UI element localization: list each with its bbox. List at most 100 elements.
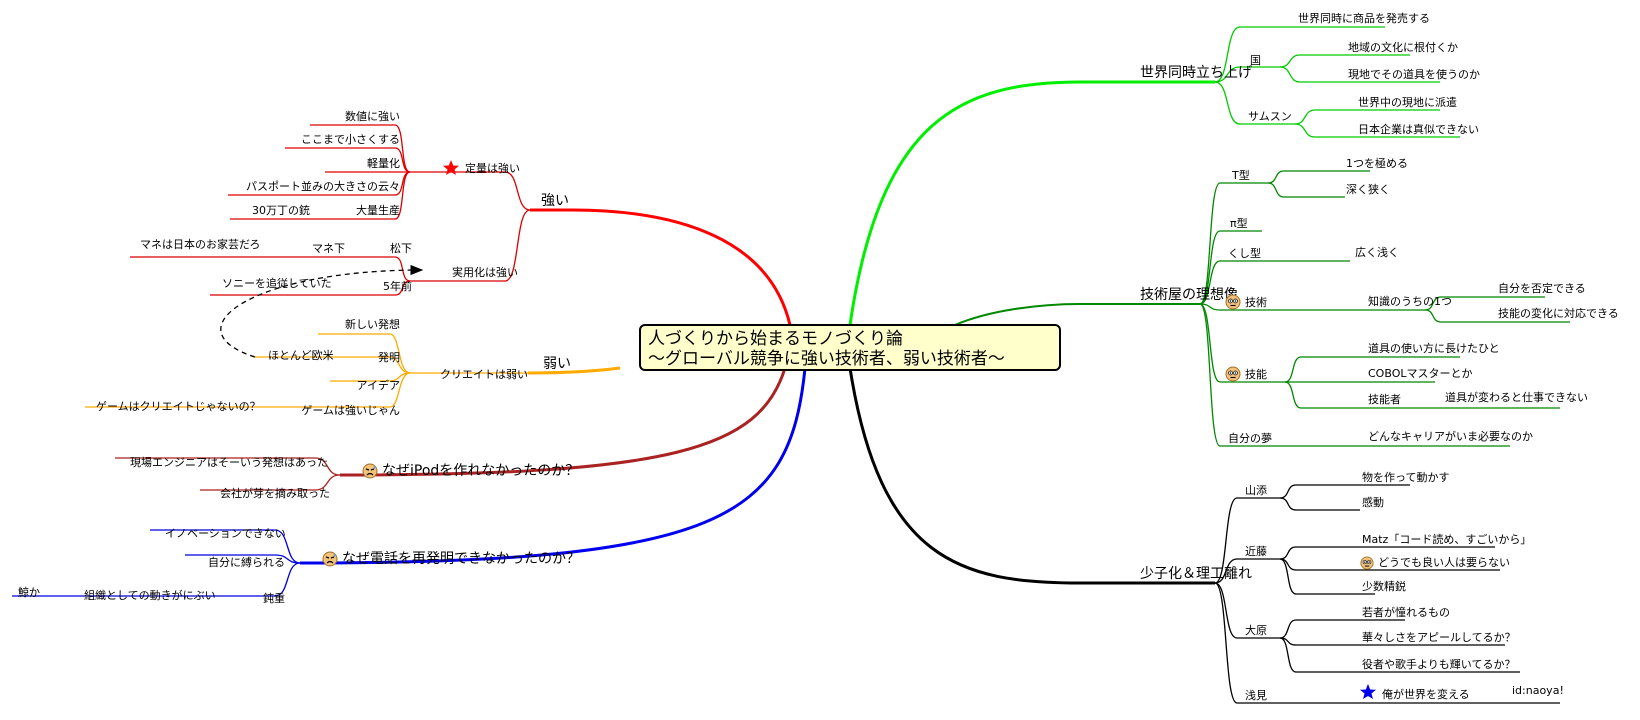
- node-kondo[interactable]: 近藤: [1245, 545, 1267, 558]
- tech-item[interactable]: 技能の変化に対応できる: [1498, 306, 1619, 320]
- node-tech[interactable]: 技術: [1225, 294, 1267, 310]
- node-tech-sub[interactable]: 知識のうちの1つ: [1368, 294, 1452, 308]
- node-phone-label: なぜ電話を再発明できなかったのか？: [342, 550, 580, 567]
- node-five-years[interactable]: 5年前: [383, 279, 412, 293]
- node-create[interactable]: クリエイトは弱い: [440, 368, 528, 381]
- node-ipod-label: なぜiPodを作れなかったのか？: [382, 463, 579, 479]
- dream-detail[interactable]: どんなキャリアがいま必要なのか: [1368, 429, 1533, 443]
- worried-face-icon: [362, 463, 378, 479]
- node-country[interactable]: 国: [1250, 54, 1261, 67]
- node-game[interactable]: ゲームは強いじゃん: [301, 404, 400, 417]
- worried-face-icon: [322, 551, 338, 567]
- node-weak[interactable]: 弱い: [543, 356, 571, 372]
- phone-item[interactable]: イノベーションできない: [165, 527, 286, 540]
- node-mass-production[interactable]: 大量生産: [356, 203, 400, 217]
- skilled-detail[interactable]: 道具が変わると仕事できない: [1445, 390, 1588, 404]
- star-icon: [443, 160, 459, 175]
- node-tech-label: 技術: [1245, 296, 1267, 309]
- ideal-sublines: [1199, 170, 1570, 447]
- phone-item[interactable]: 自分に縛られる: [208, 555, 285, 569]
- quant-item[interactable]: 数値に強い: [345, 110, 400, 123]
- asami-id[interactable]: id:naoya!: [1512, 684, 1564, 697]
- node-idea[interactable]: アイデア: [357, 378, 400, 392]
- node-invention[interactable]: 発明: [378, 350, 400, 364]
- birth-sublines: [1214, 484, 1560, 704]
- ipod-item[interactable]: 会社が芽を摘み取った: [220, 486, 330, 500]
- node-practical[interactable]: 実用化は強い: [452, 265, 518, 279]
- node-ideal[interactable]: 技術屋の理想像: [1140, 287, 1238, 303]
- game-detail[interactable]: ゲームはクリエイトじゃないの？: [96, 400, 261, 413]
- yamazoe-item[interactable]: 感動: [1362, 495, 1384, 509]
- quant-item[interactable]: パスポート並みの大きさの云々: [246, 179, 400, 193]
- yamazoe-item[interactable]: 物を作って動かす: [1362, 470, 1449, 484]
- node-yamazoe[interactable]: 山添: [1245, 483, 1267, 497]
- samsung-item[interactable]: 日本企業は真似できない: [1358, 122, 1479, 136]
- branch-phone-connector: [299, 367, 807, 565]
- kondo-item: どうでも良い人は要らない: [1378, 555, 1510, 569]
- node-strong[interactable]: 強い: [541, 193, 569, 209]
- node-ipod[interactable]: なぜiPodを作れなかったのか？: [362, 463, 579, 479]
- node-matsushita[interactable]: 松下: [390, 241, 412, 255]
- kondo-item-with-icon[interactable]: どうでも良い人は要らない: [1360, 555, 1510, 570]
- weak-sublines: [85, 333, 528, 408]
- node-skill[interactable]: 技能: [1225, 366, 1267, 382]
- kondo-item[interactable]: Matz「コード読め、すごいから」: [1362, 532, 1531, 546]
- node-pi-type[interactable]: π型: [1230, 216, 1248, 230]
- slow-detail[interactable]: 組織としての動きがにぶい: [84, 588, 216, 602]
- branch-birth-connector: [848, 367, 1215, 585]
- kondo-item[interactable]: 少数精鋭: [1362, 579, 1406, 593]
- node-skilled[interactable]: 技能者: [1368, 392, 1401, 406]
- node-ohara[interactable]: 大原: [1245, 623, 1267, 637]
- ohara-item[interactable]: 華々しさをアピールしてるか？: [1362, 631, 1516, 644]
- node-phone[interactable]: なぜ電話を再発明できなかったのか？: [322, 550, 580, 567]
- five-years-detail[interactable]: ソニーを追従していた: [222, 276, 332, 290]
- phone-sublines: [12, 529, 301, 597]
- branch-strong-connector: [530, 208, 792, 326]
- mane-detail[interactable]: マネは日本のお家芸だろ: [140, 237, 260, 251]
- t-type-item[interactable]: 深く狭く: [1346, 183, 1390, 196]
- node-samsung[interactable]: サムスン: [1248, 110, 1292, 123]
- country-item[interactable]: 地域の文化に根付くか: [1348, 40, 1458, 54]
- invention-detail[interactable]: ほとんど欧米: [268, 349, 334, 362]
- main-branches: [299, 80, 1215, 585]
- asami-item-with-icon[interactable]: 俺が世界を変える: [1360, 684, 1470, 701]
- slow-extra[interactable]: 鯨か: [18, 585, 40, 599]
- country-item[interactable]: 現地でその道具を使うのか: [1348, 67, 1480, 81]
- node-quant-label: 定量は強い: [465, 161, 520, 175]
- branch-weak-connector: [527, 366, 621, 375]
- mass-production-detail[interactable]: 30万丁の銃: [252, 203, 310, 217]
- tech-item[interactable]: 自分を否定できる: [1498, 281, 1586, 295]
- samsung-item[interactable]: 世界中の現地に派遣: [1358, 95, 1457, 109]
- global-item[interactable]: 世界同時に商品を発売する: [1298, 11, 1430, 25]
- node-comb-type[interactable]: くし型: [1228, 246, 1261, 260]
- strong-sublines: [130, 124, 531, 296]
- sweat-face-icon: [1225, 294, 1241, 310]
- node-slow[interactable]: 鈍重: [263, 591, 285, 605]
- quant-item[interactable]: ここまで小さくする: [301, 133, 400, 146]
- branch-ideal-connector: [954, 303, 1200, 326]
- ohara-item[interactable]: 役者や歌手よりも輝いてるか？: [1362, 657, 1515, 671]
- center-title-line1: 人づくりから始まるモノづくり論: [648, 329, 903, 349]
- skill-item[interactable]: 道具の使い方に長けたひと: [1368, 341, 1500, 355]
- node-t-type[interactable]: T型: [1231, 168, 1250, 182]
- ohara-item[interactable]: 若者が憧れるもの: [1362, 605, 1450, 619]
- sweat-face-icon: [1360, 556, 1374, 570]
- create-item[interactable]: 新しい発想: [345, 317, 400, 331]
- node-birth[interactable]: 少子化＆理工離れ: [1140, 565, 1252, 582]
- dashed-arrow-relation: [220, 264, 424, 358]
- ipod-item[interactable]: 現場エンジニアはそーいう発想はあった: [130, 455, 328, 469]
- skill-item[interactable]: COBOLマスターとか: [1368, 367, 1472, 380]
- t-type-item[interactable]: 1つを極める: [1346, 156, 1408, 170]
- node-dream[interactable]: 自分の夢: [1228, 432, 1272, 445]
- node-global[interactable]: 世界同時立ち上げ: [1140, 65, 1252, 81]
- node-asami[interactable]: 浅見: [1245, 689, 1267, 702]
- node-quant[interactable]: 定量は強い: [443, 160, 520, 175]
- comb-type-detail[interactable]: 広く浅く: [1355, 246, 1399, 259]
- quant-item[interactable]: 軽量化: [367, 156, 400, 170]
- ipod-sublines: [115, 457, 341, 491]
- node-mane[interactable]: マネ下: [312, 242, 345, 255]
- node-skill-label: 技能: [1245, 367, 1267, 381]
- center-node[interactable]: 人づくりから始まるモノづくり論 ～グローバル競争に強い技術者、弱い技術者～: [639, 324, 1061, 371]
- star-icon: [1360, 684, 1376, 699]
